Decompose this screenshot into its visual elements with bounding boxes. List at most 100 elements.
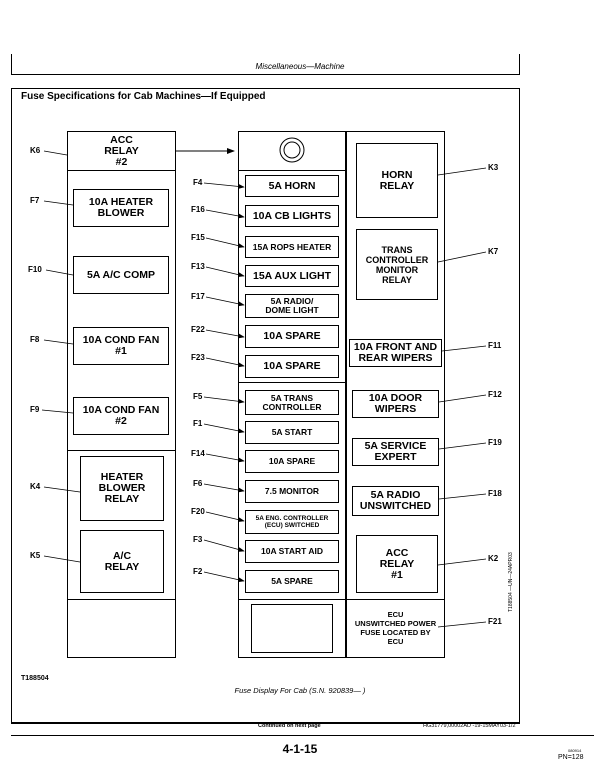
label-f20: F20 [191, 507, 205, 516]
label-f23: F23 [191, 353, 205, 362]
leader-k4 [43, 486, 81, 493]
fuse-f5: 5A TRANS CONTROLLER [245, 390, 339, 415]
leader-f9 [41, 409, 74, 414]
leader-f17 [205, 296, 245, 307]
label-f6: F6 [193, 479, 203, 488]
leader-k3 [437, 167, 487, 176]
relay-k5: A/C RELAY [80, 530, 164, 593]
leader-f5 [203, 396, 245, 404]
panel-indicator-inner [283, 141, 301, 159]
label-f16: F16 [191, 205, 205, 214]
leader-f16 [205, 209, 245, 219]
leader-f15 [205, 237, 245, 249]
fuse-f14: 10A SPARE [245, 450, 339, 473]
leader-k7 [437, 251, 487, 263]
fuse-f11: 10A FRONT AND REAR WIPERS [349, 339, 442, 367]
leader-f18 [438, 493, 487, 500]
fuse-f9: 10A COND FAN #2 [73, 397, 169, 435]
leader-f22 [205, 329, 245, 339]
figure-id: T188504 [21, 675, 49, 682]
leader-k5 [43, 555, 81, 563]
leader-f13 [205, 266, 245, 278]
label-f10: F10 [28, 265, 42, 274]
leader-f7 [43, 200, 74, 206]
right-divider [346, 599, 445, 600]
label-f3: F3 [193, 535, 203, 544]
fuse-f10: 5A A/C COMP [73, 256, 169, 294]
center-divider-1 [238, 170, 346, 171]
leader-f21 [437, 621, 487, 628]
leader-f1 [203, 423, 245, 434]
label-f19: F19 [488, 438, 502, 447]
fuse-f18: 5A RADIO UNSWITCHED [352, 486, 439, 516]
print-code: 080914 [568, 748, 582, 753]
relay-k3: HORN RELAY [356, 143, 438, 218]
reference-code: HG31779,00002AD -19-15MAY03-1/2 [423, 723, 516, 729]
center-fuse-panel [238, 131, 346, 658]
label-f11: F11 [488, 341, 502, 350]
figure-caption: Fuse Display For Cab (S.N. 920839— ) [234, 686, 366, 695]
label-f17: F17 [191, 292, 205, 301]
label-f5: F5 [193, 392, 203, 401]
fuse-f17: 5A RADIO/ DOME LIGHT [245, 294, 339, 318]
page-title: Fuse Specifications for Cab Machines—If … [21, 91, 266, 102]
fuse-f12: 10A DOOR WIPERS [352, 390, 439, 418]
ecu-fuse-note-f21: ECU UNSWITCHED POWER FUSE LOCATED BY ECU [347, 603, 444, 653]
label-k7: K7 [488, 247, 499, 256]
fuse-f8: 10A COND FAN #1 [73, 327, 169, 365]
fuse-f15: 15A ROPS HEATER [245, 236, 339, 258]
center-empty-slot [251, 604, 333, 653]
fuse-f19: 5A SERVICE EXPERT [352, 438, 439, 466]
fuse-f16: 10A CB LIGHTS [245, 205, 339, 227]
label-k4: K4 [30, 482, 41, 491]
page-rule [11, 735, 594, 736]
label-k5: K5 [30, 551, 41, 560]
label-f7: F7 [30, 196, 40, 205]
leader-f12 [438, 394, 487, 403]
left-panel-divider-1 [67, 450, 176, 451]
relay-k7: TRANS CONTROLLER MONITOR RELAY [356, 229, 438, 300]
label-f8: F8 [30, 335, 40, 344]
header-rule-right [519, 54, 520, 74]
fuse-f7: 10A HEATER BLOWER [73, 189, 169, 227]
label-f14: F14 [191, 449, 205, 458]
leader-f4 [203, 182, 245, 189]
label-f9: F9 [30, 405, 40, 414]
fuse-f13: 15A AUX LIGHT [245, 265, 339, 287]
section-header: Miscellaneous—Machine [255, 62, 345, 71]
relay-k4: HEATER BLOWER RELAY [80, 456, 164, 521]
footer-rule [11, 722, 520, 723]
leader-f14 [205, 453, 245, 463]
panel-indicator-outer [279, 137, 305, 163]
label-f22: F22 [191, 325, 205, 334]
right-fuse-panel [346, 131, 445, 658]
center-divider-3 [238, 599, 346, 600]
label-f2: F2 [193, 567, 203, 576]
header-rule-left [11, 54, 12, 74]
center-divider-2 [238, 382, 346, 383]
label-f13: F13 [191, 262, 205, 271]
fuse-f20: 5A ENG. CONTROLLER (ECU) SWITCHED [245, 510, 339, 534]
label-f12: F12 [488, 390, 502, 399]
leader-f19 [438, 442, 487, 450]
leader-f10 [45, 269, 74, 276]
fuse-f23: 10A SPARE [245, 355, 339, 378]
label-k6: K6 [30, 146, 41, 155]
fuse-f4: 5A HORN [245, 175, 339, 197]
pn-number: PN=128 [558, 754, 584, 761]
relay-k6: ACC RELAY #2 [67, 131, 176, 171]
fuse-f3: 10A START AID [245, 540, 339, 563]
side-code: T188504 —UN—24APR03 [508, 552, 514, 612]
fuse-f22: 10A SPARE [245, 325, 339, 348]
label-k3: K3 [488, 163, 499, 172]
leader-f11 [441, 345, 487, 352]
leader-f2 [203, 571, 245, 583]
label-f1: F1 [193, 419, 203, 428]
leader-f8 [43, 339, 74, 345]
label-f4: F4 [193, 178, 203, 187]
label-f18: F18 [488, 489, 502, 498]
fuse-f2: 5A SPARE [245, 570, 339, 593]
leader-f3 [203, 539, 245, 552]
label-f15: F15 [191, 233, 205, 242]
